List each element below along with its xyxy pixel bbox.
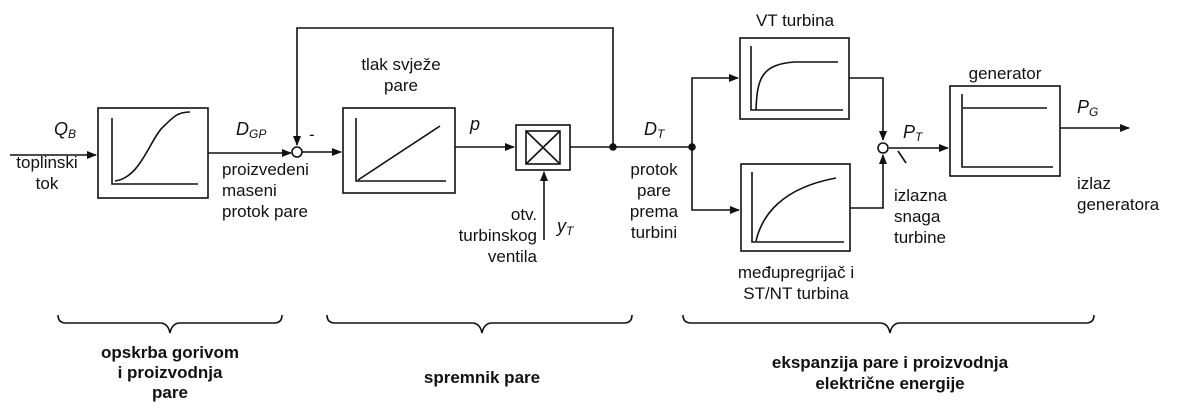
brace-fuel: [57, 314, 283, 334]
vt-to-sum2-arrow: [849, 77, 887, 141]
fuel-block: [97, 107, 209, 199]
signal-dgp: DGP: [236, 119, 267, 141]
vt-turbine-curve: [755, 61, 838, 111]
summing-junction-1: [291, 146, 303, 158]
signal-yt: yT: [557, 216, 574, 238]
brace-storage: [326, 314, 633, 334]
steam-storage-block: [342, 107, 456, 194]
izlazna-pointer: [897, 150, 907, 164]
valve-block: [515, 124, 571, 171]
generator-block: [949, 85, 1061, 177]
generator-axes: [961, 94, 1053, 168]
signal-qb: QB: [54, 119, 77, 141]
to-reheater-arrow: [691, 147, 740, 214]
fuel-block-axes: [111, 118, 198, 185]
summing-junction-2: [877, 142, 889, 154]
brace-expansion: [682, 314, 1095, 334]
label-generator: generator: [968, 64, 1042, 83]
valve-cross: [525, 130, 561, 165]
group-caption-storage: spremnik pare: [423, 368, 541, 387]
branch-dot-feedback: [609, 143, 617, 151]
vt-turbine-block: [739, 37, 850, 120]
reheater-to-sum2-arrow: [850, 154, 887, 209]
label-vt-turbina: VT turbina: [755, 11, 835, 30]
vt-turbine-axes: [750, 46, 843, 111]
signal-pt: PT: [903, 122, 923, 144]
reheater-axes: [751, 172, 844, 243]
steam-storage-axes: [355, 118, 446, 182]
feedback-arrow: [293, 27, 614, 147]
valve-inner: [525, 130, 561, 165]
minus-sign: -: [309, 125, 315, 144]
to-vt-arrow: [691, 74, 739, 147]
signal-pg: PG: [1077, 97, 1099, 119]
reheater-curve: [755, 177, 837, 242]
signal-p: p: [470, 114, 481, 134]
signal-dt: DT: [644, 119, 665, 141]
steam-storage-line: [357, 125, 441, 181]
fuel-block-curve: [114, 111, 191, 182]
branch-dot-turbines: [688, 143, 696, 151]
